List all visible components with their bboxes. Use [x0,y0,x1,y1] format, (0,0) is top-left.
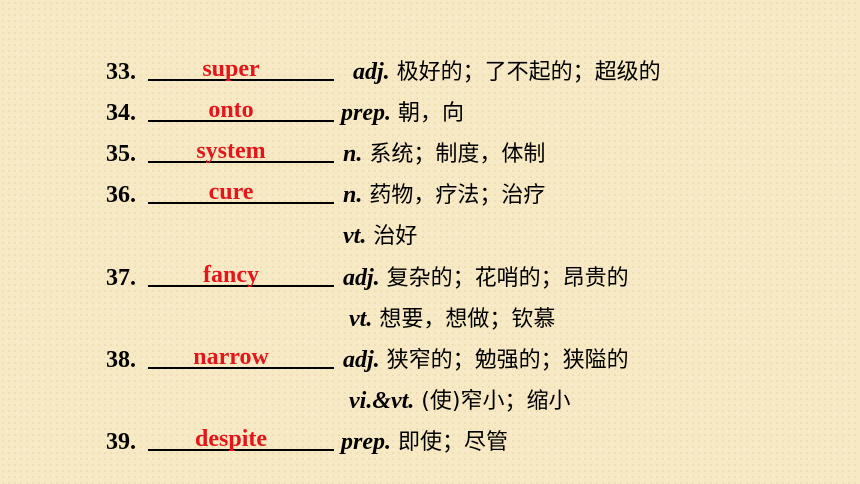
part-of-speech: prep. [341,429,391,455]
part-of-speech: adj. [343,265,380,291]
entry-number: 36. [106,182,136,208]
answer-word: despite [195,426,267,452]
entry-number: 37. [106,265,136,291]
answer-blank [148,79,334,81]
vocab-entry-36-sense-2: vt. 治好 [0,216,860,256]
part-of-speech: adj. [353,59,390,85]
part-of-speech: vt. [349,306,373,332]
definition: adj. 复杂的；花哨的；昂贵的 [343,258,629,299]
definition: prep. 即使；尽管 [341,422,508,463]
entry-number: 38. [106,347,136,373]
definition: vt. 想要，想做；钦慕 [349,299,555,340]
vocab-entry-37-sense-2: vt. 想要，想做；钦慕 [0,299,860,339]
meaning: 系统；制度，体制 [362,142,546,167]
meaning: (使)窄小；缩小 [414,389,571,414]
vocab-entry-39: 39. despite prep. 即使；尽管 [0,422,860,462]
meaning: 朝，向 [391,101,464,126]
definition: n. 系统；制度，体制 [343,134,545,175]
definition: vi.&vt. (使)窄小；缩小 [349,381,570,422]
answer-word: narrow [193,344,269,370]
answer-word: cure [208,179,254,205]
answer-blank [148,161,334,163]
vocab-entry-38: 38. narrow adj. 狭窄的；勉强的；狭隘的 [0,340,860,380]
part-of-speech: vi.&vt. [349,388,415,414]
entry-number: 39. [106,429,136,455]
meaning: 狭窄的；勉强的；狭隘的 [379,348,629,373]
part-of-speech: vt. [343,223,367,249]
definition: adj. 极好的；了不起的；超级的 [353,52,661,93]
meaning: 想要，想做；钦慕 [372,307,556,332]
definition: prep. 朝，向 [341,93,464,134]
part-of-speech: n. [343,141,363,167]
meaning: 即使；尽管 [391,430,508,455]
meaning: 药物，疗法；治疗 [362,183,546,208]
meaning: 治好 [366,224,418,249]
definition: n. 药物，疗法；治疗 [343,175,545,216]
answer-blank [148,202,334,204]
definition: vt. 治好 [343,216,417,257]
answer-blank [148,449,334,451]
part-of-speech: n. [343,182,363,208]
vocab-entry-37: 37. fancy adj. 复杂的；花哨的；昂贵的 [0,258,860,298]
entry-number: 33. [106,59,136,85]
vocab-entry-35: 35. system n. 系统；制度，体制 [0,134,860,174]
answer-blank [148,285,334,287]
vocab-entry-34: 34. onto prep. 朝，向 [0,93,860,133]
answer-blank [148,367,334,369]
vocab-entry-33: 33. super adj. 极好的；了不起的；超级的 [0,52,860,92]
vocab-entry-36: 36. cure n. 药物，疗法；治疗 [0,175,860,215]
answer-word: system [196,138,266,164]
answer-blank [148,120,334,122]
entry-number: 35. [106,141,136,167]
definition: adj. 狭窄的；勉强的；狭隘的 [343,340,629,381]
meaning: 极好的；了不起的；超级的 [389,60,661,85]
vocab-entry-38-sense-2: vi.&vt. (使)窄小；缩小 [0,381,860,421]
answer-word: super [202,56,260,82]
part-of-speech: adj. [343,347,380,373]
meaning: 复杂的；花哨的；昂贵的 [379,266,629,291]
answer-word: fancy [203,262,259,288]
part-of-speech: prep. [341,100,391,126]
answer-word: onto [208,97,254,123]
entry-number: 34. [106,100,136,126]
